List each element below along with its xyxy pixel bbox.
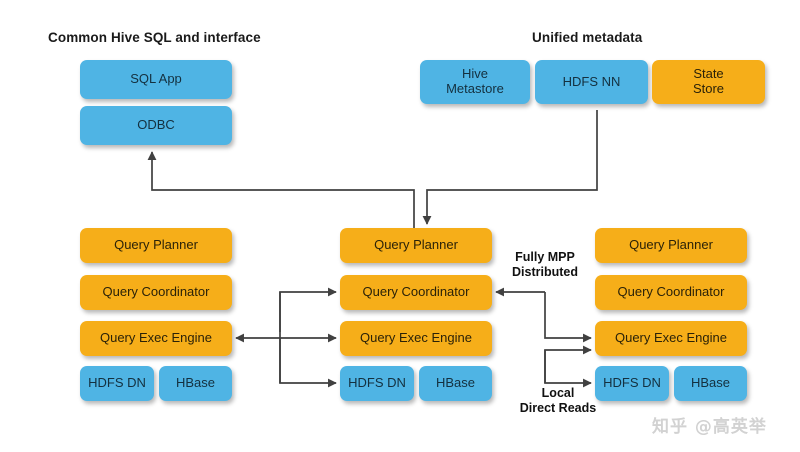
section-title-client: Common Hive SQL and interface [48,30,261,45]
center-box-query-exec-engine[interactable]: Query Exec Engine [340,321,492,356]
right-box-query-exec-engine[interactable]: Query Exec Engine [595,321,747,356]
wire-trunk-to-left-exec [235,292,281,343]
box-sql-app[interactable]: SQL App [80,60,232,99]
left-box-hbase[interactable]: HBase [159,366,232,401]
label-fully-mpp-distributed: Fully MPP Distributed [512,250,578,279]
box-hdfs-nn[interactable]: HDFS NN [535,60,648,104]
box-state-store[interactable]: State Store [652,60,765,104]
wire-mpp-to-right-exec [544,292,592,343]
watermark: 知乎 @高英举 [652,417,767,437]
wire-local-to-right-hdfsdn [544,350,592,388]
wire-odbc-to-planner [147,151,415,228]
left-box-query-coordinator[interactable]: Query Coordinator [80,275,232,310]
box-hive-metastore[interactable]: Hive Metastore [420,60,530,104]
box-odbc[interactable]: ODBC [80,106,232,145]
wire-local-to-right-exec [544,345,592,383]
section-title-metadata: Unified metadata [532,30,643,45]
center-box-hdfs-dn[interactable]: HDFS DN [340,366,414,401]
center-box-hbase[interactable]: HBase [419,366,492,401]
right-box-hbase[interactable]: HBase [674,366,747,401]
right-box-query-planner[interactable]: Query Planner [595,228,747,263]
label-local-direct-reads: Local Direct Reads [519,386,597,415]
center-box-query-planner[interactable]: Query Planner [340,228,492,263]
left-box-query-planner[interactable]: Query Planner [80,228,232,263]
left-box-query-exec-engine[interactable]: Query Exec Engine [80,321,232,356]
wire-trunk-to-center-hdfsdn [279,338,337,388]
right-box-query-coordinator[interactable]: Query Coordinator [595,275,747,310]
wire-trunk-to-center-coordinator [279,287,337,332]
wire-trunk-to-center-exec [279,333,337,383]
right-box-hdfs-dn[interactable]: HDFS DN [595,366,669,401]
left-box-hdfs-dn[interactable]: HDFS DN [80,366,154,401]
center-box-query-coordinator[interactable]: Query Coordinator [340,275,492,310]
wire-hdfsnn-to-planner [422,110,598,225]
